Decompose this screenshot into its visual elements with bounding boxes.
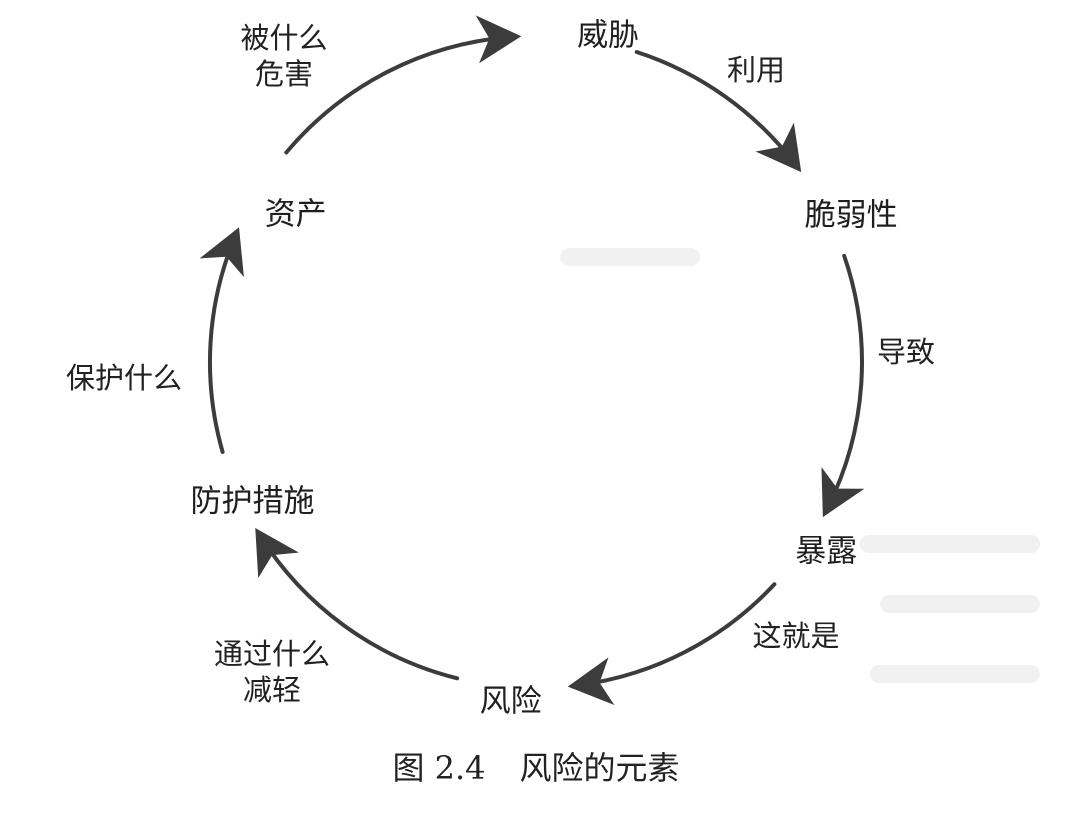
node-safeguard: 防护措施 <box>190 483 315 520</box>
edge-label-line: 危害 <box>254 57 314 91</box>
edge-label-line: 导致 <box>876 334 936 369</box>
edge-label-asset-threat: 被什么危害 <box>240 20 327 93</box>
node-risk: 风险 <box>479 683 542 720</box>
edge-label-line: 减轻 <box>242 673 302 707</box>
scan-bleed-mark <box>560 248 700 266</box>
arrow-risk-to-safeguard <box>255 528 460 681</box>
figure-title: 风险的元素 <box>519 749 680 787</box>
edge-label-line: 被什么 <box>240 20 328 55</box>
edge-label-risk-safeguard: 通过什么减轻 <box>214 636 330 709</box>
edge-label-threat-vulnerability: 利用 <box>727 52 785 88</box>
arrow-exposure-to-risk <box>567 582 777 706</box>
scan-bleed-mark <box>870 665 1040 683</box>
edge-label-line: 利用 <box>726 52 786 87</box>
node-exposure: 暴露 <box>795 533 858 570</box>
arrow-threat-to-vulnerability <box>634 50 802 173</box>
edge-label-vulnerability-exposure: 导致 <box>877 334 935 370</box>
arrow-asset-to-threat <box>284 15 522 155</box>
arrow-safeguard-to-asset <box>199 227 244 454</box>
edge-label-safeguard-asset: 保护什么 <box>66 360 182 396</box>
arrow-vulnerability-to-exposure <box>821 253 865 518</box>
scan-bleed-mark <box>880 595 1040 613</box>
figure-number: 图 2.4 <box>392 749 486 787</box>
scan-bleed-mark <box>860 535 1040 553</box>
node-threat: 威胁 <box>577 17 640 54</box>
edge-label-exposure-risk: 这就是 <box>752 618 839 654</box>
edge-label-line: 保护什么 <box>65 360 183 395</box>
node-asset: 资产 <box>264 196 327 233</box>
edge-label-line: 通过什么 <box>213 636 331 671</box>
edge-label-line: 这就是 <box>752 618 840 653</box>
node-vulnerability: 脆弱性 <box>804 197 898 234</box>
figure-caption: 图 2.4 风险的元素 <box>392 743 679 789</box>
